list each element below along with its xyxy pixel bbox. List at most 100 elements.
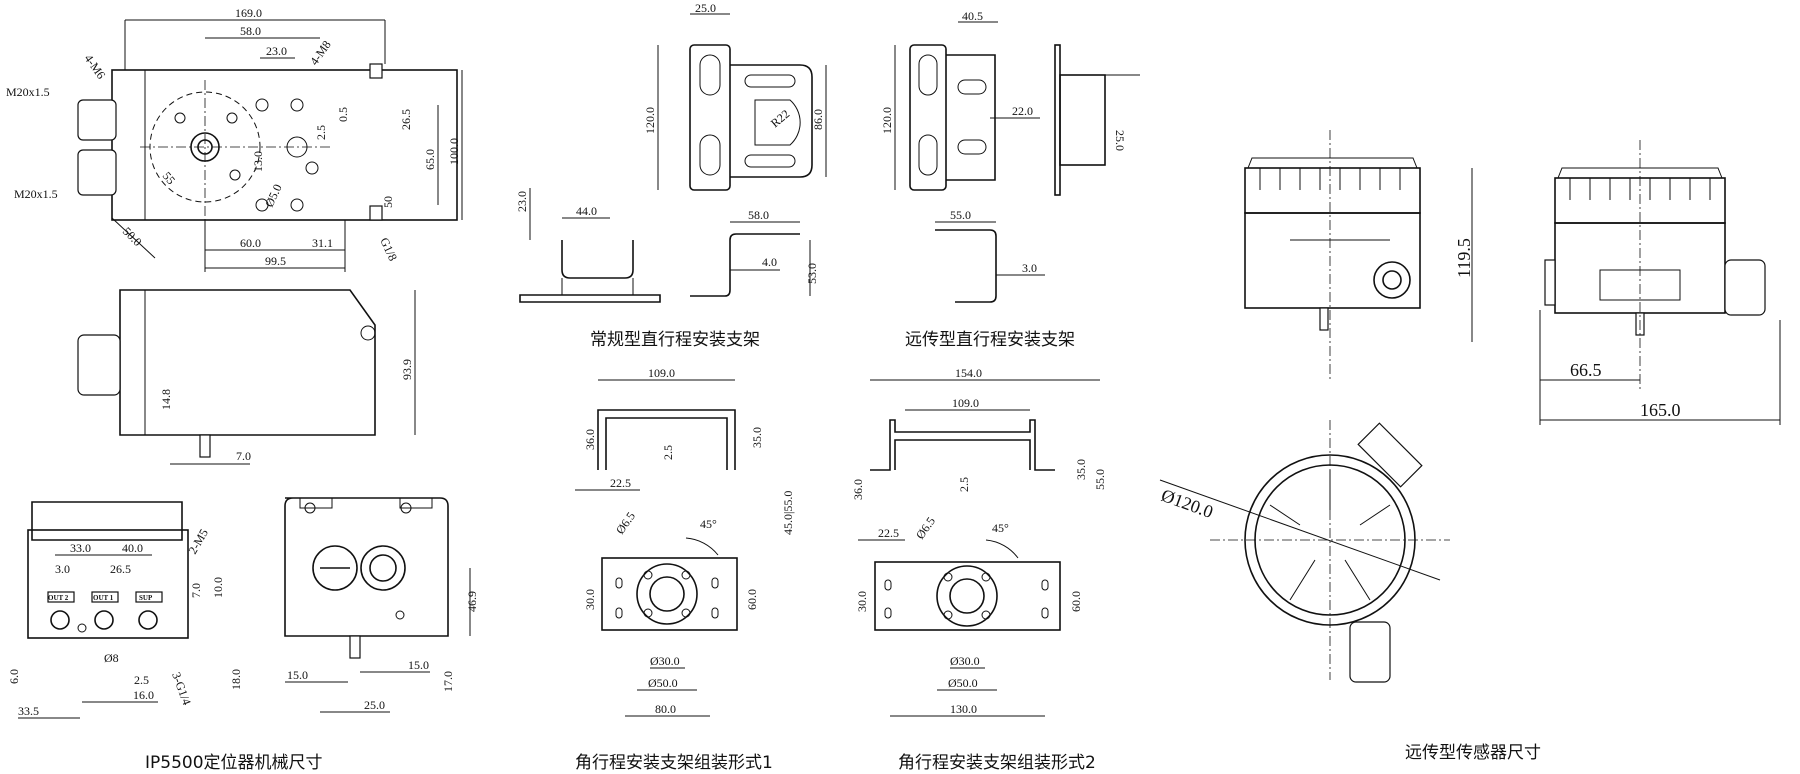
dim-46-9: 46.9 (465, 591, 479, 612)
angle2-hat-bracket (870, 419, 1055, 471)
dim-2-5: 2.5 (957, 477, 971, 492)
dim-15-right: 15.0 (408, 658, 429, 672)
dim-55: 55.0 (1093, 469, 1107, 490)
label-g1-8: G1/8 (377, 235, 400, 263)
dim-40-5: 40.5 (962, 9, 983, 23)
dim-36: 36.0 (583, 429, 597, 450)
straight-remote-bracket: 40.5 120.0 22.0 25.0 55.0 3.0 (880, 9, 1140, 303)
dim-66-5: 66.5 (1570, 360, 1602, 380)
dim-26-5: 26.5 (399, 109, 413, 130)
dim-45-55: 45.0|55.0 (781, 491, 795, 535)
remote-arm (946, 54, 996, 181)
dim-dia-5: Ø5.0 (262, 182, 285, 209)
dim-45deg: 45° (700, 517, 717, 531)
m8-hole (255, 98, 269, 112)
sensor-body-front (1244, 212, 1421, 309)
dim-7: 7.0 (189, 583, 203, 598)
dim-60: 60.0 (240, 236, 261, 250)
sensor-port (1373, 261, 1411, 299)
remote-side-block (1059, 74, 1106, 166)
dim-dia-6-5: Ø6.5 (913, 514, 938, 541)
port-out1 (94, 610, 114, 630)
dim-33-5: 33.5 (18, 704, 39, 718)
positioner-back-view: 46.9 15.0 15.0 17.0 25.0 (284, 497, 479, 713)
dim-25-side: 25.0 (1113, 130, 1127, 151)
dim-36: 36.0 (851, 479, 865, 500)
sensor-bottom-gland (1349, 621, 1391, 683)
dim-109: 109.0 (648, 366, 675, 380)
remote-j-profile (935, 229, 997, 303)
m8-hole (255, 198, 269, 212)
bracket-arm (730, 64, 813, 178)
label-m20-lower: M20x1.5 (14, 187, 58, 201)
cable-gland-lower (77, 149, 117, 196)
remote-plate (909, 44, 947, 191)
front-body (27, 529, 189, 639)
angle1-u-bracket (597, 409, 736, 470)
dim-80: 80.0 (655, 702, 676, 716)
dim-109: 109.0 (952, 396, 979, 410)
remote-sensor-views: 119.5 66.5 165.0 Ø120.0 (1159, 130, 1781, 683)
mount-lug-top (369, 63, 383, 79)
dim-26-5: 26.5 (110, 562, 131, 576)
dim-30: 30.0 (855, 591, 869, 612)
dim-dia-120: Ø120.0 (1159, 485, 1216, 522)
dim-40: 40.0 (122, 541, 143, 555)
dim-60: 60.0 (745, 589, 759, 610)
dim-60: 60.0 (1069, 591, 1083, 612)
angle-bracket-form1: 109.0 36.0 2.5 35.0 45.0|55.0 22.5 Ø6.5 … (575, 366, 795, 717)
dim-130: 130.0 (950, 702, 977, 716)
dim-86: 86.0 (811, 109, 825, 130)
dim-22-5: 22.5 (610, 476, 631, 490)
dim-0-5: 0.5 (336, 107, 350, 122)
angle2-base-plate (874, 561, 1061, 631)
dim-53: 53.0 (805, 263, 819, 284)
dim-99-5: 99.5 (265, 254, 286, 268)
m8-hole (290, 98, 304, 112)
dim-119-5: 119.5 (1454, 238, 1474, 278)
cable-gland-side (77, 334, 121, 396)
dim-100: 100.0 (447, 138, 461, 165)
m8-hole (290, 198, 304, 212)
caption-angle2: 角行程安装支架组装形式2 (898, 753, 1096, 773)
radius-r22: R22 (768, 107, 792, 131)
sensor-side-cap (1544, 259, 1556, 306)
label-2-m5: 2-M5 (185, 526, 210, 556)
dim-93-9: 93.9 (400, 359, 414, 380)
caption-angle1: 角行程安装支架组装形式1 (575, 753, 773, 773)
label-plate (47, 591, 75, 603)
port-sup-label: SUP (139, 594, 153, 602)
straight-normal-bracket: 25.0 120.0 86.0 R22 44.0 23.0 58.0 4.0 5… (515, 1, 827, 303)
port-out2 (50, 610, 70, 630)
caption-straight-normal: 常规型直行程安装支架 (590, 330, 760, 350)
gauge-right (360, 545, 406, 591)
ground-terminal (395, 610, 405, 620)
dim-dia-50: Ø50.0 (948, 676, 978, 690)
port-out1-label: OUT 1 (93, 594, 114, 602)
shaft-side (199, 434, 211, 458)
dim-dia-30: Ø30.0 (950, 654, 980, 668)
dim-15-left: 15.0 (287, 668, 308, 682)
positioner-side-view: 93.9 14.8 7.0 (77, 289, 416, 465)
dim-25: 25.0 (364, 698, 385, 712)
m6-hole (174, 112, 186, 124)
angle2-bore-30 (949, 578, 985, 614)
vent-hole (77, 623, 87, 633)
dim-10: 10.0 (211, 577, 225, 598)
dim-22-5: 22.5 (878, 526, 899, 540)
dim-31-1: 31.1 (312, 236, 333, 250)
caption-remote-sensor: 远传型传感器尺寸 (1405, 743, 1541, 763)
label-3-g1-4: 3-G1/4 (169, 670, 194, 707)
sensor-cap-front (1244, 167, 1421, 214)
dim-dia-30: Ø30.0 (650, 654, 680, 668)
caption-straight-remote: 远传型直行程安装支架 (905, 330, 1075, 350)
positioner-body-top (111, 69, 458, 221)
bracket-plate (689, 44, 731, 191)
cable-gland-upper (77, 99, 117, 141)
port-sup (138, 610, 158, 630)
dim-169: 169.0 (235, 6, 262, 20)
angle1-bore-30 (649, 576, 685, 612)
dim-3: 3.0 (55, 562, 70, 576)
dim-33: 33.0 (70, 541, 91, 555)
